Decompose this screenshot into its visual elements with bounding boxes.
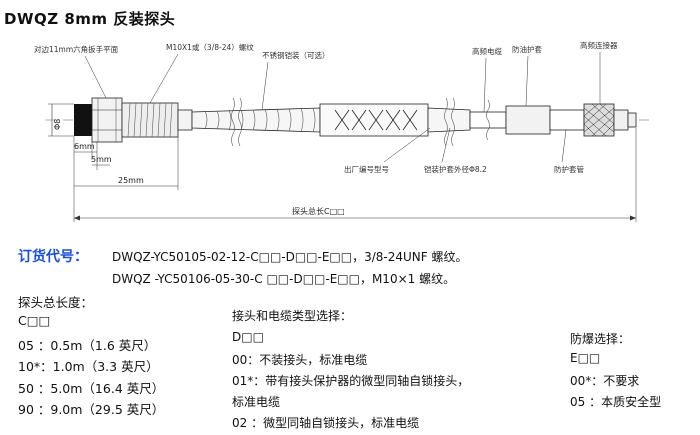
label-guard-tube: 防护套管 [554,164,584,174]
connector-option: 01*：带有接头保护器的微型同轴自锁接头， [232,374,470,388]
length-option: 50 ：5.0m（16.4 英尺） [18,381,165,396]
order-code-line-1: DWQZ-YC50105-02-12-C□□-D□□-E□□，3/8-24UNF… [112,250,468,264]
explosion-option: 05 ：本质安全型 [570,395,662,409]
dim-25mm: 25mm [118,176,144,185]
label-oil-guard: 防油护套 [512,44,542,54]
serial-sleeve [319,103,429,137]
explosion-code: E□□ [570,351,601,365]
dim-total-length: 探头总长C□□ [292,206,345,216]
dim-5mm: 5mm [91,155,112,164]
connector-option: 标准电缆 [232,395,281,409]
oil-guard [505,105,551,135]
explosion-heading: 防爆选择： [570,332,631,346]
label-hf-cable: 高频电缆 [472,46,502,56]
dim-6mm: 6mm [74,142,95,151]
length-heading: 探头总长度： [18,295,94,310]
length-option: 90 ：9.0m（29.5 英尺） [18,402,165,417]
connector-code: D□□ [232,330,264,344]
label-hf-connector: 高频连接器 [580,40,618,50]
length-code: C□□ [18,313,51,328]
probe-diagram: 对边11mm六角扳手平面 M10X1或（3/8-24）螺纹 不锈钢铠装（可选） … [34,40,650,222]
label-armor-od: 铠装护套外径Φ8.2 [424,164,487,174]
label-serial-no: 出厂编号型号 [344,164,389,174]
label-wrench-flat: 对边11mm六角扳手平面 [34,44,119,54]
label-armor: 不锈钢铠装（可选） [262,50,330,60]
armor-hose [191,107,321,133]
page-title: DWQZ 8mm 反装探头 [4,10,176,28]
explosion-option: 00*：不要求 [570,374,640,388]
threaded-body [121,102,179,138]
order-code-line-2: DWQZ -YC50106-05-30-C □□-D□□-E□□，M10×1 螺… [112,272,456,286]
connector-option: 02 ：微型同轴自锁接头，标准电缆 [232,416,420,430]
hex-nut [91,97,123,143]
probe-tip [74,104,92,136]
dim-phi8: Φ8 [53,119,62,130]
length-option: 10*：1.0m（3.3 英尺） [18,359,159,374]
order-code-label: 订货代号： [18,249,88,265]
connector-heading: 接头和电缆类型选择： [232,309,353,323]
connector-option: 00：不装接头，标准电缆 [232,353,368,367]
length-option: 05 ：0.5m（1.6 英尺） [18,338,157,353]
label-thread: M10X1或（3/8-24）螺纹 [166,42,254,52]
